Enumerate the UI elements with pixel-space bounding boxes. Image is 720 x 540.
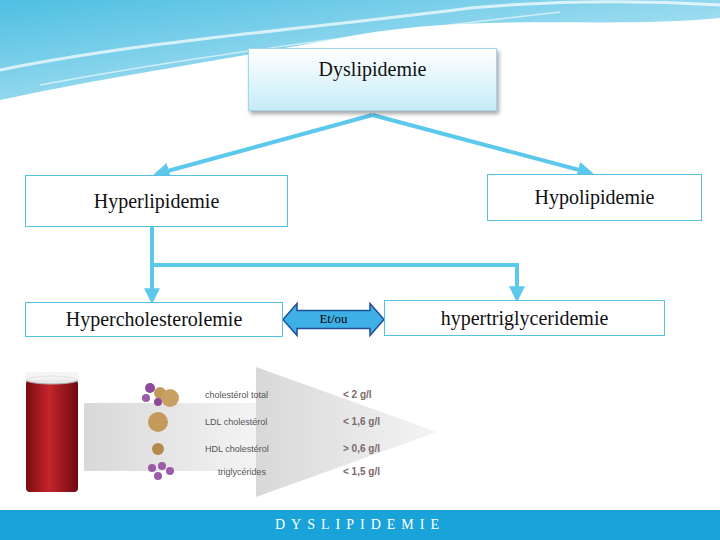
illustration-frame [20, 365, 437, 497]
particle [148, 412, 168, 432]
particle [154, 398, 162, 406]
grey-band [84, 403, 259, 471]
category-box: Hyperlipidemie [25, 175, 288, 227]
connector-arrow [152, 227, 517, 299]
particle [154, 472, 162, 480]
footer-band: DYSLIPIDEMIE [0, 510, 720, 540]
lipid-particles [142, 383, 179, 480]
particle [148, 464, 156, 472]
node-text: DYSLIPIDEMIE [275, 517, 445, 533]
subtype-box: hypertriglyceridemie [384, 300, 665, 336]
node-text: Dyslipidemie [319, 58, 427, 81]
node-text: Hypolipidemie [535, 186, 655, 209]
particle [166, 467, 174, 475]
particle [161, 389, 179, 407]
particle [152, 443, 164, 455]
category-box: Hypolipidemie [487, 174, 702, 221]
particle [142, 394, 150, 402]
node-text: hypertriglyceridemie [441, 307, 609, 330]
connector-arrow [373, 115, 591, 173]
connector-arrow [157, 115, 373, 174]
grey-arrow [256, 367, 437, 497]
root-box: Dyslipidemie [248, 48, 497, 111]
block-arrow [283, 304, 384, 336]
node-text: Hypercholesterolemie [66, 308, 243, 331]
tube-top [26, 372, 78, 380]
particle [145, 383, 155, 393]
blood-tube [26, 380, 78, 492]
particle [158, 462, 166, 470]
subtype-box: Hypercholesterolemie [25, 302, 283, 337]
node-text: Hyperlipidemie [94, 190, 220, 213]
